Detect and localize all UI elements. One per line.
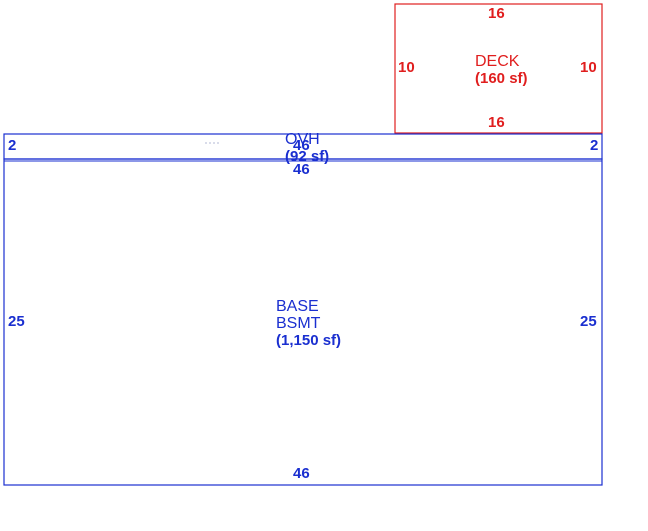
base-dimension-left: 25 [8,313,25,330]
base-name: BASE [276,298,319,315]
ovh-dimension-left: 2 [8,137,17,154]
base-dimension-right: 25 [580,313,597,330]
deck-dimension-bottom: 16 [488,114,505,131]
deck-name: DECK [475,53,520,70]
deck-outline [394,3,603,134]
base-area: (1,150 sf) [276,332,342,349]
deck-dimension-top: 16 [488,5,505,22]
ovh-dimension-top: 46 [293,137,310,154]
deck-dimension-right: 10 [580,59,597,76]
ovh-dimension-right: 2 [590,137,599,154]
base-area-label: BASE BSMT (1,150 sf) [276,298,341,349]
base-outline [3,158,603,486]
base-dimension-bottom: 46 [293,465,310,482]
deck-area: (160 sf) [475,70,528,87]
ovh-area-label: OVH (92 sf) [285,131,329,165]
deck-area-label: DECK (160 sf) [475,53,528,87]
deck-dimension-left: 10 [398,59,415,76]
ovh-dimension-bottom: 46 [293,161,310,178]
ovh-area: (92 sf) [285,148,330,165]
ovh-name: OVH [285,131,320,148]
base-subname: BSMT [276,315,321,332]
